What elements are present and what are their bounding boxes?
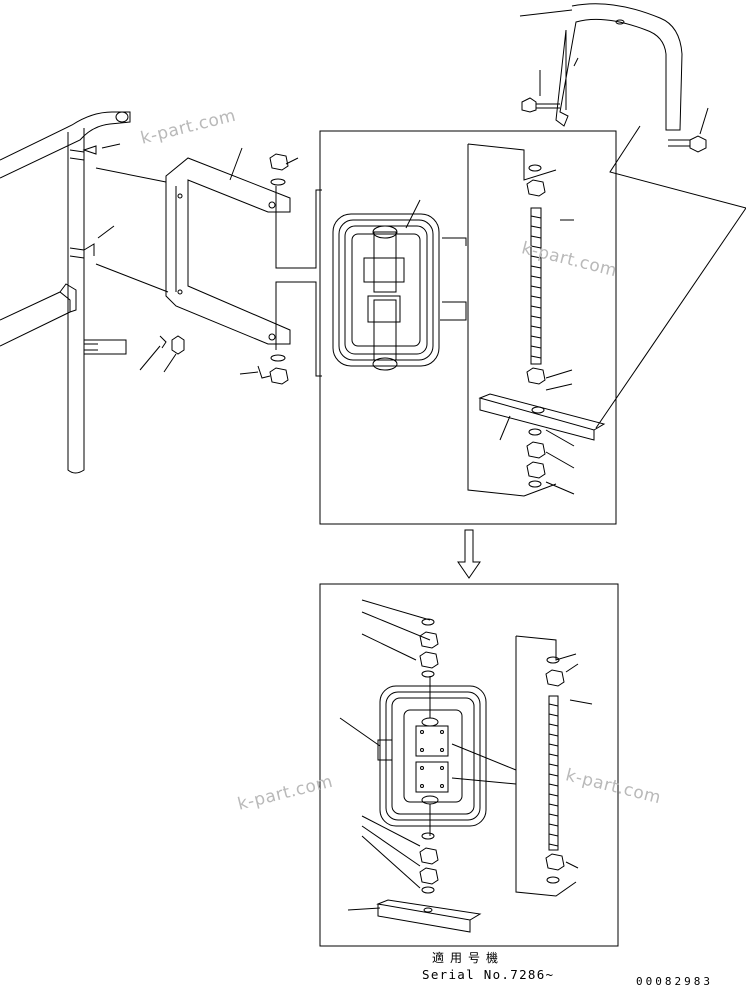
- bracket-hardware: [139, 153, 299, 385]
- lower-detail-frame: [319, 583, 619, 947]
- serial-number-label: Serial No.7286~: [422, 967, 555, 982]
- document-number: 00082983: [636, 975, 713, 988]
- applicable-label: 適用号機: [432, 951, 505, 965]
- lower-rod-assembly: [515, 635, 593, 897]
- mirror-rod-assembly: [440, 143, 606, 497]
- upper-detail-frame: [319, 130, 617, 525]
- mirror-cover: [519, 3, 746, 429]
- connector-lines-upper-left: [95, 167, 322, 377]
- mirror-bracket: [165, 147, 291, 345]
- down-arrow-icon: [457, 529, 481, 579]
- lower-mirror-unit: [339, 685, 517, 827]
- mirror-unit: [332, 199, 440, 371]
- lower-hardware: [347, 599, 482, 933]
- handrail-assembly: [0, 111, 131, 474]
